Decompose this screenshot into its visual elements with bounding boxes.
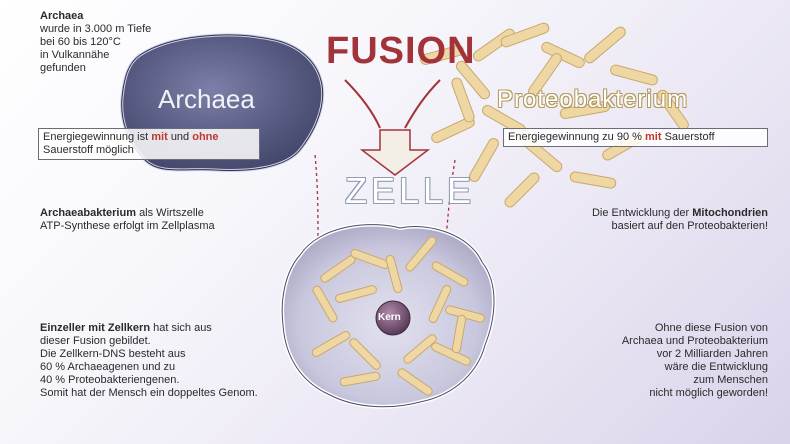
einzeller-rest: hat sich aus [153, 322, 212, 334]
proteo-energy-box: Energiegewinnung zu 90 % mit Sauerstoff [503, 128, 768, 147]
mitochondrien-text: Die Entwicklung der Mitochondrien basier… [500, 207, 768, 233]
energy-text-line2: Sauerstoff möglich [43, 144, 134, 156]
note-title: Archaea [40, 10, 210, 23]
energy-ohne: ohne [192, 131, 218, 143]
energy-mit: mit [151, 131, 168, 143]
ohne-line: Ohne diese Fusion von [540, 322, 768, 335]
mito-line2: basiert auf den Proteobakterien! [500, 220, 768, 233]
ohne-line: nicht möglich geworden! [540, 387, 768, 400]
proteo-energy-post: Sauerstoff [665, 131, 715, 143]
fusion-arrow [345, 80, 440, 128]
archaeabakterium-rest: als Wirtszelle [139, 207, 204, 219]
zelle-title: ZELLE [345, 170, 475, 212]
archaeabakterium-bold: Archaeabakterium [40, 207, 136, 219]
einzeller-line: Somit hat der Mensch ein doppeltes Genom… [40, 387, 310, 400]
einzeller-line: 60 % Archaeagenen und zu [40, 361, 310, 374]
proteo-energy-text: Energiegewinnung zu 90 % [508, 131, 642, 143]
proteobakterium-label: Proteobakterium [497, 86, 688, 114]
ohne-line: Archaea und Proteobakterium [540, 335, 768, 348]
archaea-energy-box: Energiegewinnung ist mit und ohne Sauers… [38, 128, 260, 160]
note-line: wurde in 3.000 m Tiefe [40, 23, 210, 36]
note-line: in Vulkannähe [40, 49, 210, 62]
archaea-discovery-note: Archaea wurde in 3.000 m Tiefe bei 60 bi… [40, 10, 210, 75]
proteo-energy-mit: mit [645, 131, 662, 143]
kern-label: Kern [378, 312, 401, 323]
einzeller-line: Die Zellkern-DNS besteht aus [40, 348, 310, 361]
archaea-label: Archaea [158, 84, 255, 115]
mito-pre: Die Entwicklung der [592, 207, 689, 219]
ohne-line: vor 2 Milliarden Jahren [540, 348, 768, 361]
energy-text: Energiegewinnung ist [43, 131, 148, 143]
mito-bold: Mitochondrien [692, 207, 768, 219]
einzeller-bold: Einzeller mit Zellkern [40, 322, 150, 334]
fusion-title: FUSION [326, 30, 476, 73]
down-arrow [362, 130, 428, 175]
einzeller-line: dieser Fusion gebildet. [40, 335, 310, 348]
ohne-fusion-text: Ohne diese Fusion von Archaea und Proteo… [540, 322, 768, 400]
note-line: gefunden [40, 62, 210, 75]
atp-line: ATP-Synthese erfolgt im Zellplasma [40, 220, 280, 233]
ohne-line: wäre die Entwicklung [540, 361, 768, 374]
note-line: bei 60 bis 120°C [40, 36, 210, 49]
energy-und: und [171, 131, 189, 143]
archaeabakterium-text: Archaeabakterium als Wirtszelle ATP-Synt… [40, 207, 280, 233]
ohne-line: zum Menschen [540, 374, 768, 387]
einzeller-text: Einzeller mit Zellkern hat sich aus dies… [40, 322, 310, 400]
einzeller-line: 40 % Proteobakteriengenen. [40, 374, 310, 387]
